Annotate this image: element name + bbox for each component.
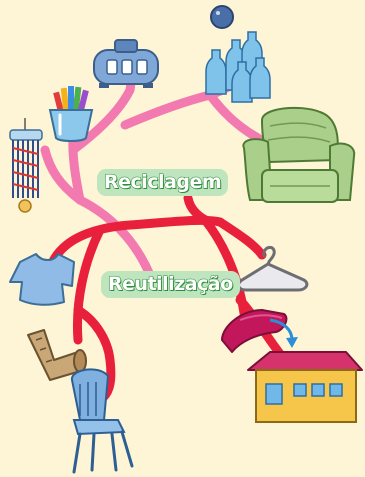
- t-shirt-icon: [10, 254, 74, 305]
- bottle-wind-chime-icon: [10, 118, 42, 212]
- plastic-bottles-icon: [206, 6, 270, 102]
- recycling-label: Reciclagem: [97, 169, 228, 196]
- hanger-icon: [239, 247, 307, 290]
- plastic-chair-icon: [72, 369, 132, 472]
- coffee-machine-icon: [94, 40, 158, 88]
- house-icon: [248, 352, 362, 422]
- reuse-label: Reutilização: [101, 271, 240, 298]
- crayon-cup-icon: [50, 86, 92, 141]
- armchair-icon: [243, 108, 354, 202]
